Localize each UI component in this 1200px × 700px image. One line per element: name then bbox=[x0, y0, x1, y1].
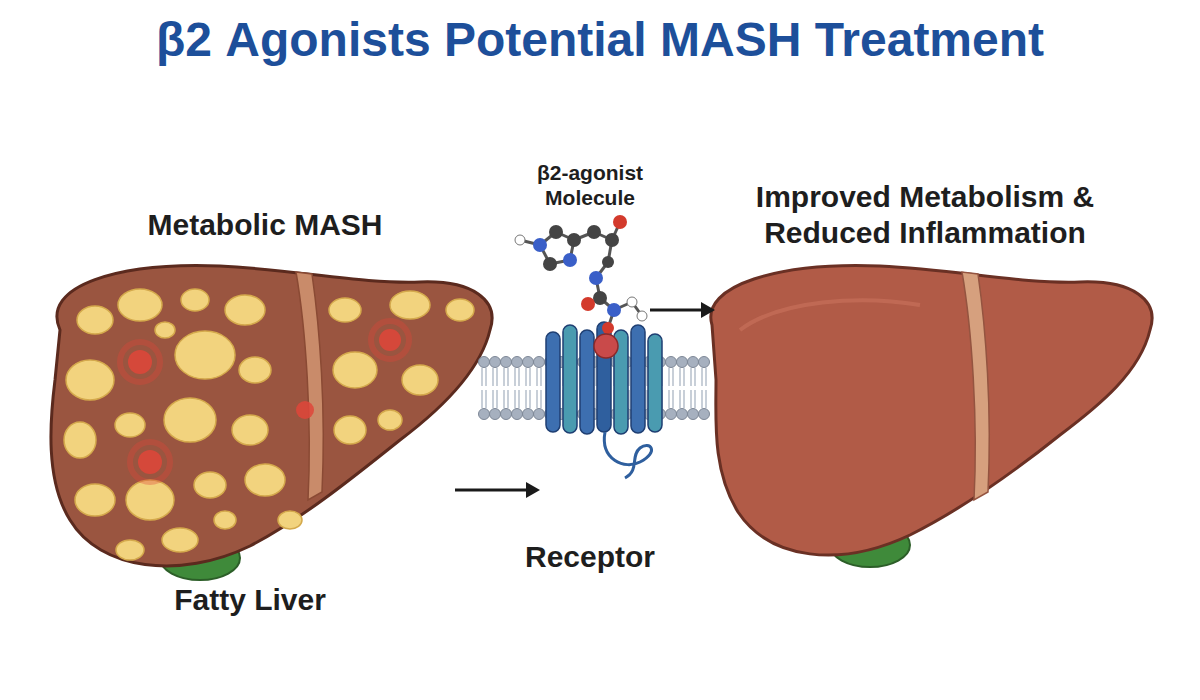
healthy-liver-node: Improved Metabolism & Reduced Inflammati… bbox=[715, 170, 1165, 570]
ligament bbox=[296, 272, 323, 500]
flow-arrow bbox=[650, 302, 715, 318]
diagram-title: β2 Agonists Potential MASH Treatment bbox=[0, 12, 1200, 67]
lipid-tail bbox=[680, 368, 684, 408]
lipid-head bbox=[501, 409, 512, 420]
agonist-molecule bbox=[515, 215, 647, 358]
lipid-head bbox=[677, 357, 688, 368]
lipid-head bbox=[666, 357, 677, 368]
binding-site bbox=[594, 334, 618, 358]
receptor-tail bbox=[604, 432, 651, 478]
ligament bbox=[962, 272, 989, 500]
lipid-tail bbox=[493, 368, 497, 408]
lipid-head bbox=[501, 357, 512, 368]
lipid-tail bbox=[691, 368, 695, 408]
lipid-head bbox=[523, 357, 534, 368]
node-sublabel: Fatty Liver bbox=[174, 582, 326, 618]
lipid-head bbox=[699, 409, 710, 420]
flow-arrow bbox=[455, 482, 540, 498]
lipid-tail bbox=[526, 368, 530, 408]
lipid-head bbox=[512, 357, 523, 368]
lipid-head bbox=[677, 409, 688, 420]
liver-highlight bbox=[740, 300, 920, 330]
lipid-head bbox=[479, 357, 490, 368]
arrow-line bbox=[455, 489, 530, 492]
fat-droplets bbox=[64, 289, 474, 560]
lipid-head bbox=[490, 409, 501, 420]
arrow-head bbox=[701, 302, 715, 318]
lipid-tail bbox=[515, 368, 519, 408]
lipid-tail bbox=[669, 368, 673, 408]
node-label: β2-agonist Molecule bbox=[525, 160, 655, 210]
lipid-head bbox=[523, 409, 534, 420]
lipid-tail bbox=[537, 368, 541, 408]
lipid-tail bbox=[504, 368, 508, 408]
arrow-line bbox=[650, 309, 705, 312]
lipid-head bbox=[688, 357, 699, 368]
node-sublabel: Receptor bbox=[525, 539, 655, 575]
node-label: Improved Metabolism & Reduced Inflammati… bbox=[725, 179, 1125, 251]
inflammation-glow bbox=[120, 321, 409, 482]
lipid-head bbox=[479, 409, 490, 420]
lipid-head bbox=[688, 409, 699, 420]
lipid-head bbox=[534, 409, 545, 420]
fatty-liver-node: Metabolic MASH Fatty Liver bbox=[30, 195, 455, 620]
lipid-head bbox=[490, 357, 501, 368]
receptor-helices bbox=[546, 322, 662, 434]
receptor-node: β2-agonist MoleculeReceptor bbox=[540, 160, 650, 580]
liver-outline bbox=[711, 266, 1152, 555]
lipid-head bbox=[512, 409, 523, 420]
node-label: Metabolic MASH bbox=[147, 207, 382, 243]
arrow-head bbox=[526, 482, 540, 498]
lipid-tail bbox=[482, 368, 486, 408]
lipid-head bbox=[699, 357, 710, 368]
lipid-tail bbox=[702, 368, 706, 408]
lipid-head bbox=[666, 409, 677, 420]
lipid-head bbox=[534, 357, 545, 368]
liver-outline bbox=[51, 266, 492, 566]
